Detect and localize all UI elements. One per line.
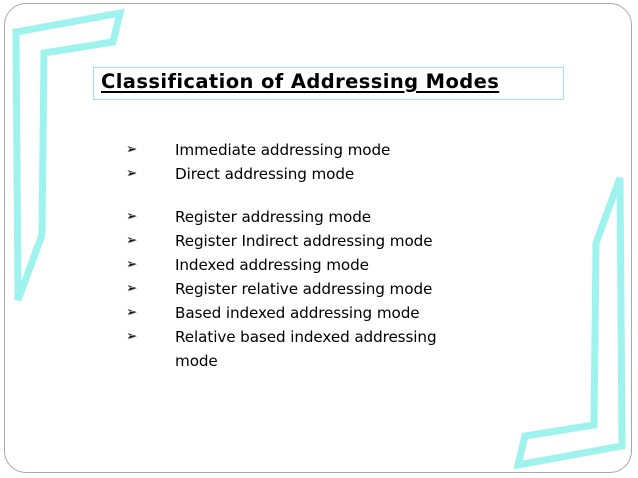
page-title: Classification of Addressing Modes <box>101 70 500 93</box>
arrow-bullet-icon: ➢ <box>126 329 137 344</box>
list-item-label: Based indexed addressing mode <box>175 304 420 322</box>
bottom-right-bracket-decoration <box>513 176 626 470</box>
list-item-label: Immediate addressing mode <box>175 141 391 159</box>
arrow-bullet-icon: ➢ <box>126 305 137 320</box>
list-item: ➢ Register addressing mode <box>126 205 456 229</box>
arrow-bullet-icon: ➢ <box>126 166 137 181</box>
addressing-modes-list: ➢ Immediate addressing mode ➢ Direct add… <box>126 138 456 373</box>
list-item: ➢ Register relative addressing mode <box>126 277 456 301</box>
title-box <box>93 67 564 100</box>
list-item-label: Direct addressing mode <box>175 165 355 183</box>
list-item: ➢ Based indexed addressing mode <box>126 301 456 325</box>
arrow-bullet-icon: ➢ <box>126 233 137 248</box>
list-item: ➢ Immediate addressing mode <box>126 138 456 162</box>
top-left-bracket-decoration <box>12 8 125 302</box>
list-item: ➢ Relative based indexed addressing mode <box>126 325 456 373</box>
list-item-label: Register addressing mode <box>175 208 372 226</box>
arrow-bullet-icon: ➢ <box>126 209 137 224</box>
list-item: ➢ Register Indirect addressing mode <box>126 229 456 253</box>
arrow-bullet-icon: ➢ <box>126 142 137 157</box>
arrow-bullet-icon: ➢ <box>126 281 137 296</box>
list-item-label: Register relative addressing mode <box>175 280 433 298</box>
list-item-label: Indexed addressing mode <box>175 256 369 274</box>
list-item-label: Register Indirect addressing mode <box>175 232 433 250</box>
list-item: ➢ Direct addressing mode <box>126 162 456 186</box>
list-item: ➢ Indexed addressing mode <box>126 253 456 277</box>
arrow-bullet-icon: ➢ <box>126 257 137 272</box>
list-item-label: Relative based indexed addressing mode <box>175 328 437 370</box>
